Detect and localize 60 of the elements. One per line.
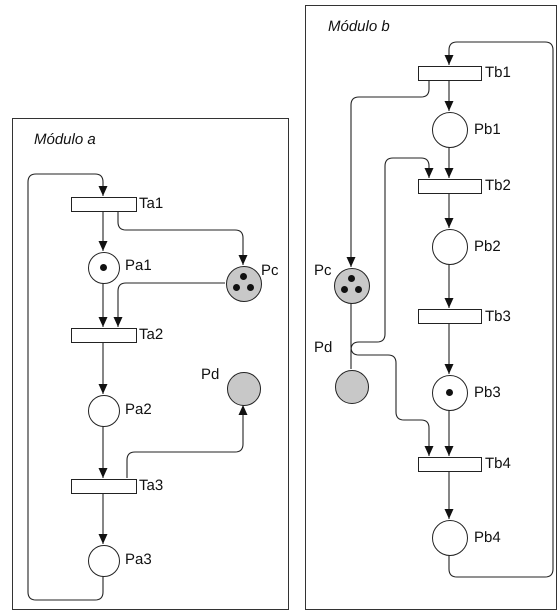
arrow <box>346 80 430 267</box>
place-label: Pa1 <box>125 258 152 274</box>
place-label: Pa3 <box>125 552 152 568</box>
place-label: Pb1 <box>474 122 501 138</box>
place-label: Pb2 <box>474 239 501 255</box>
place-label: Pb4 <box>474 530 501 546</box>
arrow <box>444 147 454 178</box>
place-circle <box>335 370 369 404</box>
arrow <box>444 264 454 308</box>
transition-bar <box>418 457 482 472</box>
place-label: Pc <box>261 263 279 279</box>
module-title: Módulo a <box>34 131 96 148</box>
transition-label: Tb4 <box>485 456 511 472</box>
transition-bar <box>418 179 482 194</box>
transition-bar <box>418 309 482 324</box>
place-circle <box>432 229 468 265</box>
place-circle <box>227 372 261 406</box>
place-label: Pc <box>314 263 332 279</box>
place-circle <box>88 252 120 284</box>
transition-bar <box>71 328 137 343</box>
place-circle <box>88 395 120 427</box>
arrow <box>350 303 434 456</box>
module-frame <box>305 5 557 610</box>
place-label: Pd <box>201 367 220 383</box>
place-label: Pb3 <box>474 385 501 401</box>
arrow <box>117 211 248 265</box>
place-circle <box>432 520 468 556</box>
arrow <box>98 426 108 478</box>
place-circle <box>88 545 120 577</box>
place-label: Pa2 <box>125 402 152 418</box>
transition-bar <box>71 479 137 494</box>
transition-label: Tb3 <box>485 309 511 325</box>
arrow <box>444 410 454 456</box>
place-circle <box>226 266 262 302</box>
arrow <box>444 41 554 578</box>
arrow <box>114 282 225 327</box>
arrow <box>444 323 454 374</box>
transition-label: Ta2 <box>139 327 164 343</box>
transition-bar <box>418 66 482 81</box>
arrow <box>98 493 108 544</box>
transition-label: Ta1 <box>139 196 164 212</box>
arrow <box>444 193 454 228</box>
arrow <box>98 211 108 251</box>
arrow <box>27 173 108 601</box>
transition-label: Tb1 <box>485 65 511 81</box>
arrow <box>126 405 248 478</box>
module-title: Módulo b <box>328 18 390 35</box>
place-circle <box>432 112 468 148</box>
place-circle <box>334 268 370 304</box>
arrow <box>444 80 454 111</box>
arrow <box>98 342 108 394</box>
transition-label: Tb2 <box>485 178 511 194</box>
place-label: Pd <box>314 340 332 356</box>
arrow <box>350 157 434 369</box>
module-frame <box>12 118 289 610</box>
transition-label: Ta3 <box>139 478 164 494</box>
place-circle <box>432 375 468 411</box>
arrow <box>444 471 454 519</box>
arrow <box>98 283 108 327</box>
transition-bar <box>71 197 137 212</box>
